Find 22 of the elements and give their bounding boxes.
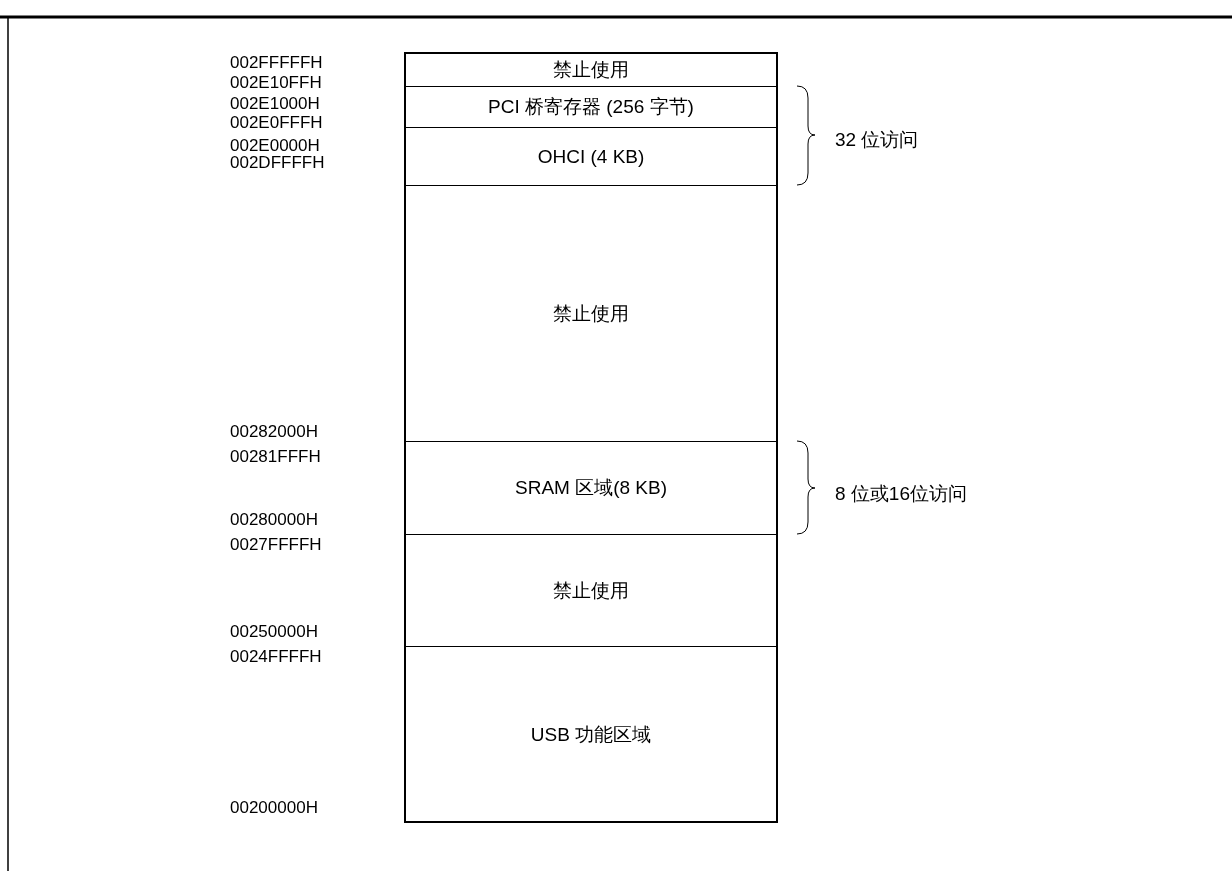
access-width-label: 8 位或16位访问 <box>835 484 967 504</box>
address-label: 002E10FFH <box>230 73 322 93</box>
address-label: 00281FFFH <box>230 447 321 467</box>
address-label: 002E0FFFH <box>230 113 323 133</box>
memory-region: USB 功能区域 <box>405 646 777 822</box>
address-label: 002DFFFFH <box>230 153 325 173</box>
reserved-region: 禁止使用 <box>405 53 777 86</box>
address-label: 00282000H <box>230 422 318 442</box>
address-label: 0024FFFFH <box>230 647 322 667</box>
address-label: 00200000H <box>230 798 318 818</box>
memory-region: SRAM 区域(8 KB) <box>405 441 777 534</box>
memory-region: PCI 桥寄存器 (256 字节) <box>405 86 777 127</box>
reserved-region: 禁止使用 <box>405 534 777 646</box>
address-label: 00250000H <box>230 622 318 642</box>
address-label: 002FFFFFH <box>230 53 323 73</box>
address-label: 002E0000H <box>230 136 320 156</box>
address-label: 002E1000H <box>230 94 320 114</box>
address-label: 00280000H <box>230 510 318 530</box>
memory-region: OHCI (4 KB) <box>405 127 777 185</box>
access-width-label: 32 位访问 <box>835 130 919 150</box>
reserved-region: 禁止使用 <box>405 185 777 441</box>
address-label: 0027FFFFH <box>230 535 322 555</box>
